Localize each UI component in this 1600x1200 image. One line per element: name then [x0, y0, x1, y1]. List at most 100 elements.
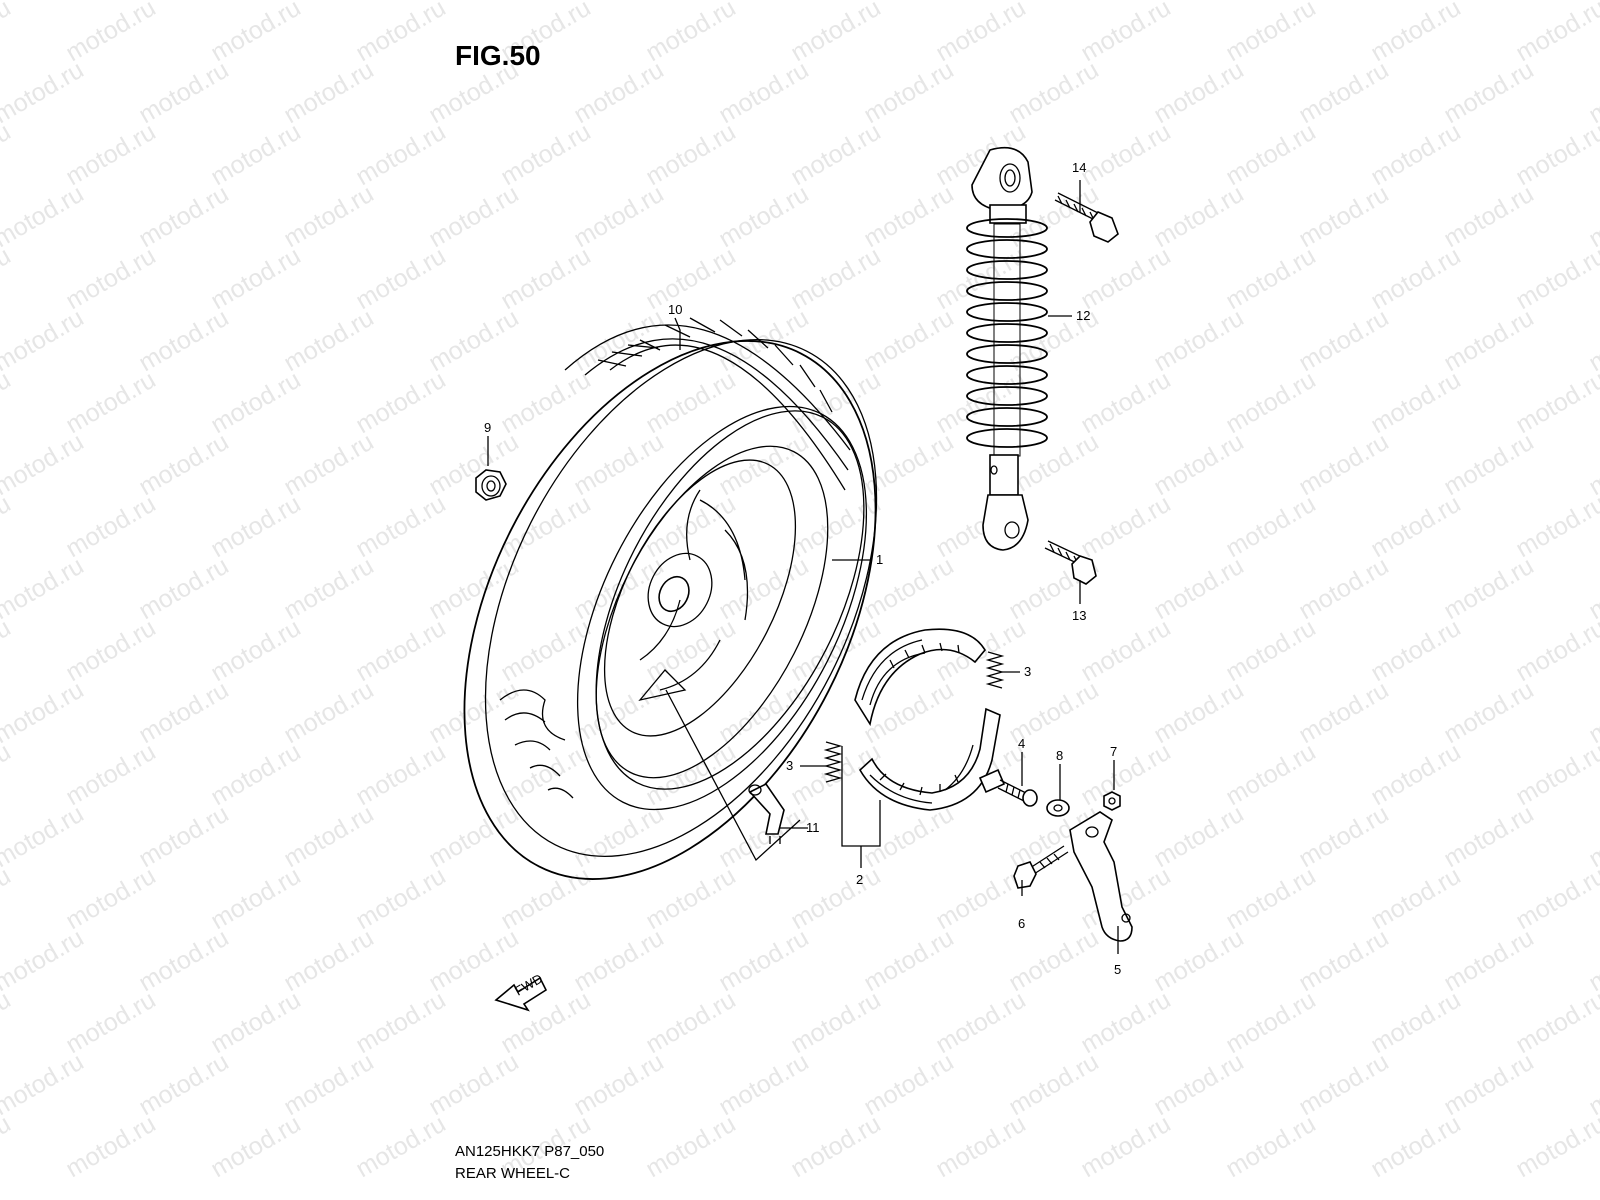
watermark-text: motod.ru: [0, 800, 88, 874]
watermark-text: motod.ru: [1294, 304, 1393, 378]
watermark-text: motod.ru: [351, 614, 450, 688]
watermark-text: motod.ru: [61, 366, 160, 440]
watermark-text: motod.ru: [859, 180, 958, 254]
watermark-text: motod.ru: [0, 0, 88, 5]
watermark-text: motod.ru: [206, 862, 305, 936]
watermark-text: motod.ru: [569, 924, 668, 998]
watermark-text: motod.ru: [569, 428, 668, 502]
watermark-text: motod.ru: [1076, 366, 1175, 440]
watermark-text: motod.ru: [496, 738, 595, 812]
watermark-text: motod.ru: [1584, 924, 1600, 998]
watermark-text: motod.ru: [61, 614, 160, 688]
watermark-text: motod.ru: [1221, 614, 1320, 688]
watermark-text: motod.ru: [0, 552, 88, 626]
watermark-text: motod.ru: [1294, 56, 1393, 130]
watermark-text: motod.ru: [859, 924, 958, 998]
callout-4: 4: [1018, 736, 1025, 751]
callout-11: 11: [806, 820, 820, 835]
watermark-text: motod.ru: [786, 366, 885, 440]
watermark-text: motod.ru: [424, 428, 523, 502]
watermark-text: motod.ru: [424, 924, 523, 998]
bolt-lower: [1044, 540, 1097, 585]
watermark-text: motod.ru: [1366, 366, 1465, 440]
watermark-text: motod.ru: [0, 614, 15, 688]
spring-upper: [985, 651, 1005, 689]
watermark-text: motod.ru: [424, 180, 523, 254]
watermark-text: motod.ru: [279, 552, 378, 626]
watermark-text: motod.ru: [61, 986, 160, 1060]
watermark-text: motod.ru: [424, 552, 523, 626]
watermark-text: motod.ru: [641, 986, 740, 1060]
watermark-text: motod.ru: [206, 986, 305, 1060]
valve: [748, 782, 785, 844]
spring-coil: [966, 344, 1048, 364]
watermark-text: motod.ru: [279, 924, 378, 998]
watermark-text: motod.ru: [931, 0, 1030, 67]
watermark-text: motod.ru: [1584, 1048, 1600, 1122]
watermark-text: motod.ru: [569, 180, 668, 254]
watermark-text: motod.ru: [1294, 1048, 1393, 1122]
watermark-text: motod.ru: [1004, 56, 1103, 130]
watermark-text: motod.ru: [859, 1048, 958, 1122]
watermark-text: motod.ru: [1221, 738, 1320, 812]
watermark-text: motod.ru: [0, 56, 88, 130]
callout-3-lower: 3: [786, 758, 793, 773]
watermark-text: motod.ru: [569, 676, 668, 750]
watermark-text: motod.ru: [0, 924, 88, 998]
watermark-text: motod.ru: [1439, 800, 1538, 874]
watermark-text: motod.ru: [1221, 118, 1320, 192]
watermark-text: motod.ru: [859, 56, 958, 130]
watermark-text: motod.ru: [1149, 676, 1248, 750]
watermark-text: motod.ru: [1221, 0, 1320, 67]
watermark-text: motod.ru: [1439, 304, 1538, 378]
watermark-text: motod.ru: [1439, 428, 1538, 502]
watermark-text: motod.ru: [134, 676, 233, 750]
watermark-text: motod.ru: [1366, 862, 1465, 936]
watermark-text: motod.ru: [206, 0, 305, 67]
watermark-text: motod.ru: [1149, 304, 1248, 378]
watermark-text: motod.ru: [569, 1048, 668, 1122]
figure-code: AN125HKK7 P87_050: [455, 1143, 605, 1160]
watermark-text: motod.ru: [786, 118, 885, 192]
spring-coil: [966, 281, 1048, 301]
watermark-text: motod.ru: [61, 738, 160, 812]
watermark-text: motod.ru: [1076, 0, 1175, 67]
watermark-text: motod.ru: [206, 242, 305, 316]
watermark-text: motod.ru: [496, 118, 595, 192]
figure-title: FIG.50: [455, 40, 541, 71]
cam-shaft: [978, 768, 1038, 807]
watermark-text: motod.ru: [786, 862, 885, 936]
watermark-text: motod.ru: [496, 862, 595, 936]
watermark-text: motod.ru: [1439, 56, 1538, 130]
watermark-text: motod.ru: [0, 304, 88, 378]
watermark-text: motod.ru: [0, 180, 88, 254]
watermark-text: motod.ru: [1584, 800, 1600, 874]
callout-7: 7: [1110, 744, 1117, 759]
watermark-text: motod.ru: [641, 242, 740, 316]
callout-2: 2: [856, 872, 863, 887]
watermark-text: motod.ru: [134, 180, 233, 254]
watermark-text: motod.ru: [1294, 800, 1393, 874]
watermark-text: motod.ru: [1584, 552, 1600, 626]
watermark-text: motod.ru: [351, 1110, 450, 1184]
watermark-text: motod.ru: [279, 1048, 378, 1122]
watermark-text: motod.ru: [714, 56, 813, 130]
watermark-text: motod.ru: [351, 738, 450, 812]
callout-1: 1: [876, 552, 883, 567]
watermark-text: motod.ru: [496, 242, 595, 316]
watermark-text: motod.ru: [61, 242, 160, 316]
bolt-upper: [1054, 192, 1119, 243]
watermark-text: motod.ru: [496, 614, 595, 688]
watermark-text: motod.ru: [206, 614, 305, 688]
watermark-text: motod.ru: [1004, 924, 1103, 998]
watermark-text: motod.ru: [641, 0, 740, 67]
watermark-text: motod.ru: [279, 800, 378, 874]
watermark-text: motod.ru: [1294, 552, 1393, 626]
watermark-text: motod.ru: [279, 56, 378, 130]
watermark-text: motod.ru: [569, 56, 668, 130]
watermark-text: motod.ru: [61, 0, 160, 67]
watermark-text: motod.ru: [0, 862, 15, 936]
watermark-text: motod.ru: [1584, 676, 1600, 750]
watermark-text: motod.ru: [206, 1110, 305, 1184]
watermark-text: motod.ru: [859, 304, 958, 378]
